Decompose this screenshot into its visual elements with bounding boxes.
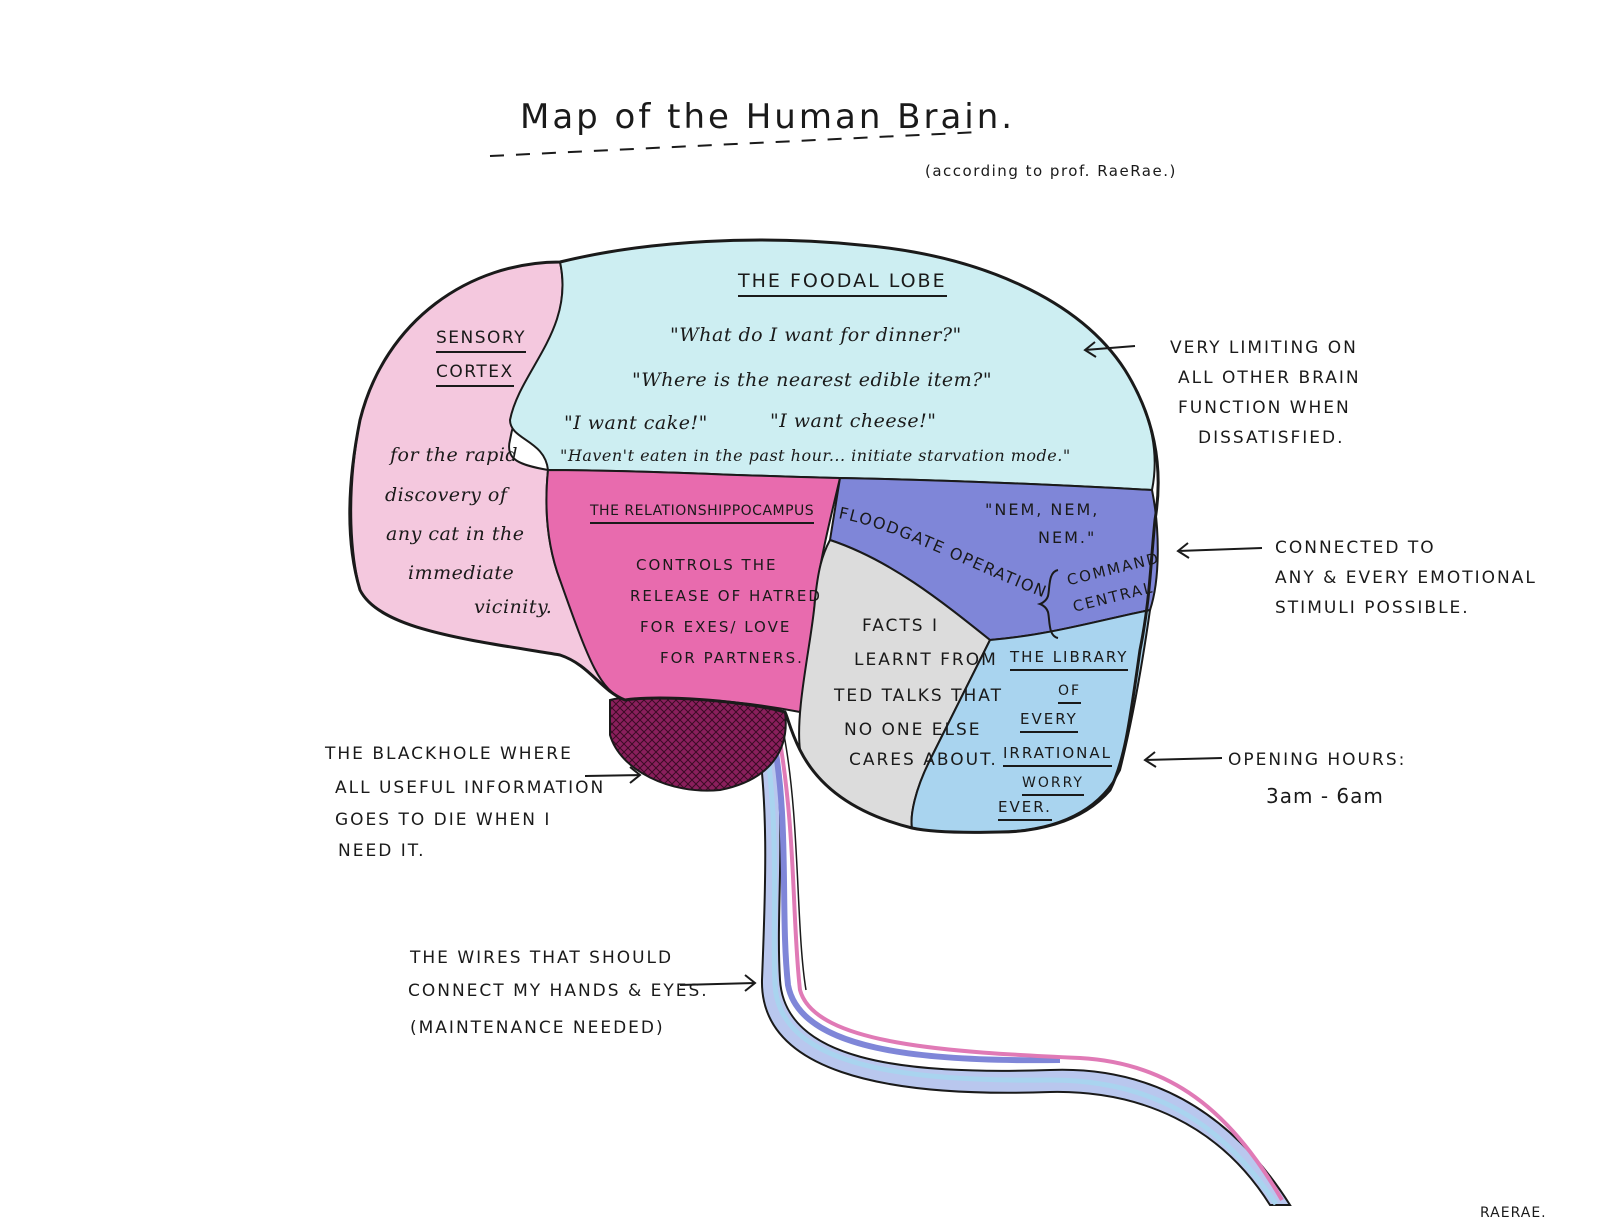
facts-text: FACTS I (862, 616, 940, 636)
foodal-lobe-label: THE FOODAL LOBE (738, 272, 947, 297)
library-text: THE LIBRARY (1010, 650, 1129, 671)
foodal-quote: "I want cake!" (564, 412, 708, 434)
arrow-hours (1143, 751, 1223, 768)
blackhole-note: THE BLACKHOLE WHERE (325, 744, 573, 764)
library-text: EVER. (998, 800, 1052, 821)
sensory-text: vicinity. (474, 596, 553, 618)
title-dashed-line (489, 131, 981, 157)
arrow-limiting (1083, 341, 1136, 358)
annotation-arrows (584, 341, 1263, 992)
floodgate-quote: NEM." (1038, 528, 1097, 547)
facts-text: TED TALKS THAT (834, 686, 1003, 706)
arrow-blackhole (584, 766, 642, 784)
wires-note: (MAINTENANCE NEEDED) (410, 1018, 665, 1038)
spinal-cord (753, 719, 1292, 1206)
curly-brace (1036, 569, 1059, 639)
library-text: OF (1058, 684, 1082, 704)
limiting-note: FUNCTION WHEN (1178, 398, 1351, 418)
page-title: Map of the Human Brain. (520, 97, 1016, 137)
sensory-label: CORTEX (436, 364, 514, 387)
relationship-text: CONTROLS THE (636, 556, 778, 574)
hours-note: OPENING HOURS: (1228, 750, 1407, 770)
sensory-text: for the rapid (390, 444, 519, 466)
limiting-note: ALL OTHER BRAIN (1178, 368, 1361, 388)
sensory-text: discovery of (385, 484, 508, 506)
library-text: EVERY (1020, 712, 1078, 733)
sensory-text: any cat in the (386, 523, 525, 545)
facts-text: NO ONE ELSE (844, 720, 982, 740)
sensory-label: SENSORY (436, 330, 527, 353)
arrow-emotional (1176, 542, 1263, 559)
foodal-quote: "Haven't eaten in the past hour... initi… (560, 446, 1071, 465)
library-text: WORRY (1022, 776, 1084, 796)
limiting-note: DISSATISFIED. (1198, 428, 1345, 448)
sensory-text: immediate (408, 562, 515, 584)
blackhole-region (609, 694, 787, 792)
limiting-note: VERY LIMITING ON (1170, 338, 1358, 358)
artist-signature: RAERAE. (1480, 1205, 1547, 1221)
emotional-note: CONNECTED TO (1275, 538, 1436, 558)
hours-note: 3am - 6am (1266, 784, 1384, 808)
relationship-text: FOR PARTNERS. (660, 649, 804, 667)
foodal-quote: "Where is the nearest edible item?" (632, 369, 993, 391)
relationship-label: THE RELATIONSHIPPOCAMPUS (590, 504, 815, 524)
facts-text: CARES ABOUT. (849, 750, 998, 770)
relationship-text: FOR EXES/ LOVE (640, 618, 792, 636)
wires-note: CONNECT MY HANDS & EYES. (408, 981, 709, 1001)
blackhole-note: NEED IT. (338, 841, 426, 861)
brain-outline (348, 238, 1160, 834)
page-subtitle: (according to prof. RaeRae.) (925, 162, 1177, 180)
facts-text: LEARNT FROM (854, 650, 998, 670)
wires-note: THE WIRES THAT SHOULD (410, 948, 674, 968)
library-text: IRRATIONAL (1003, 746, 1112, 767)
blackhole-note: ALL USEFUL INFORMATION (335, 778, 606, 798)
foodal-quote: "I want cheese!" (770, 410, 937, 432)
floodgate-quote: "NEM, NEM, (985, 500, 1100, 519)
emotional-note: STIMULI POSSIBLE. (1275, 598, 1470, 618)
blackhole-note: GOES TO DIE WHEN I (335, 810, 552, 830)
relationship-text: RELEASE OF HATRED (630, 587, 822, 605)
emotional-note: ANY & EVERY EMOTIONAL (1275, 568, 1537, 588)
arrow-wires (679, 974, 757, 992)
foodal-quote: "What do I want for dinner?" (670, 324, 962, 346)
